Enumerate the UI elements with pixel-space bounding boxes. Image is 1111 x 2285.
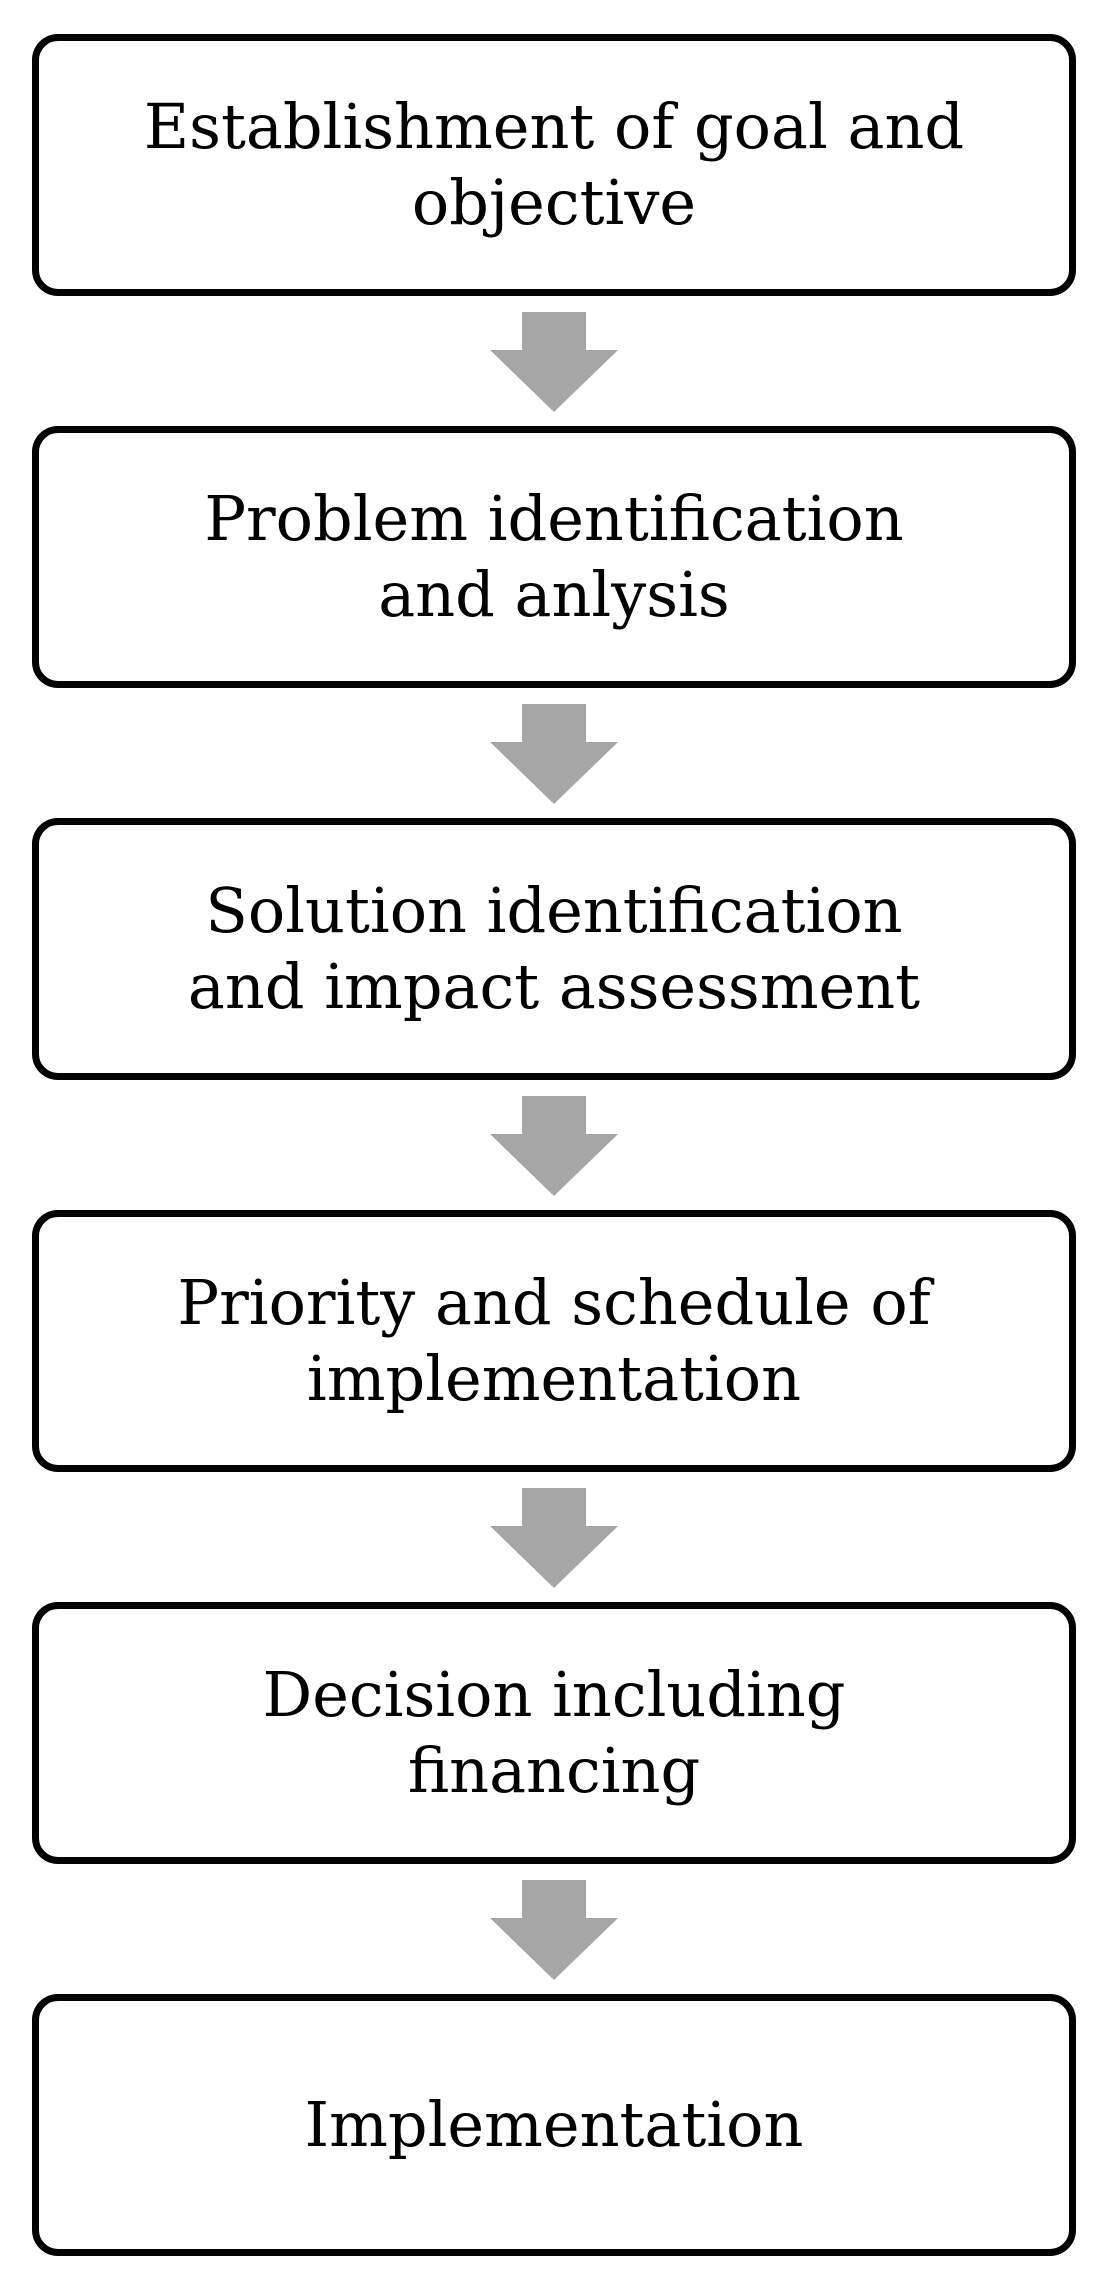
down-arrow-icon xyxy=(490,704,618,804)
down-arrow-icon xyxy=(490,1488,618,1588)
down-arrow-icon xyxy=(490,1096,618,1196)
step-box-6: Implementation xyxy=(32,1994,1076,2256)
down-arrow-icon xyxy=(490,1880,618,1980)
step-box-2: Problem identification and anlysis xyxy=(32,426,1076,688)
step-label-3: Solution identification and impact asses… xyxy=(187,874,921,1023)
step-label-5: Decision including financing xyxy=(262,1658,846,1807)
step-box-1: Establishment of goal and objective xyxy=(32,34,1076,296)
step-label-4: Priority and schedule of implementation xyxy=(177,1266,931,1415)
step-label-1: Establishment of goal and objective xyxy=(143,90,965,239)
step-label-6: Implementation xyxy=(304,2088,804,2162)
step-box-5: Decision including financing xyxy=(32,1602,1076,1864)
down-arrow-icon xyxy=(490,312,618,412)
step-label-2: Problem identification and anlysis xyxy=(204,482,904,631)
step-box-3: Solution identification and impact asses… xyxy=(32,818,1076,1080)
step-box-4: Priority and schedule of implementation xyxy=(32,1210,1076,1472)
